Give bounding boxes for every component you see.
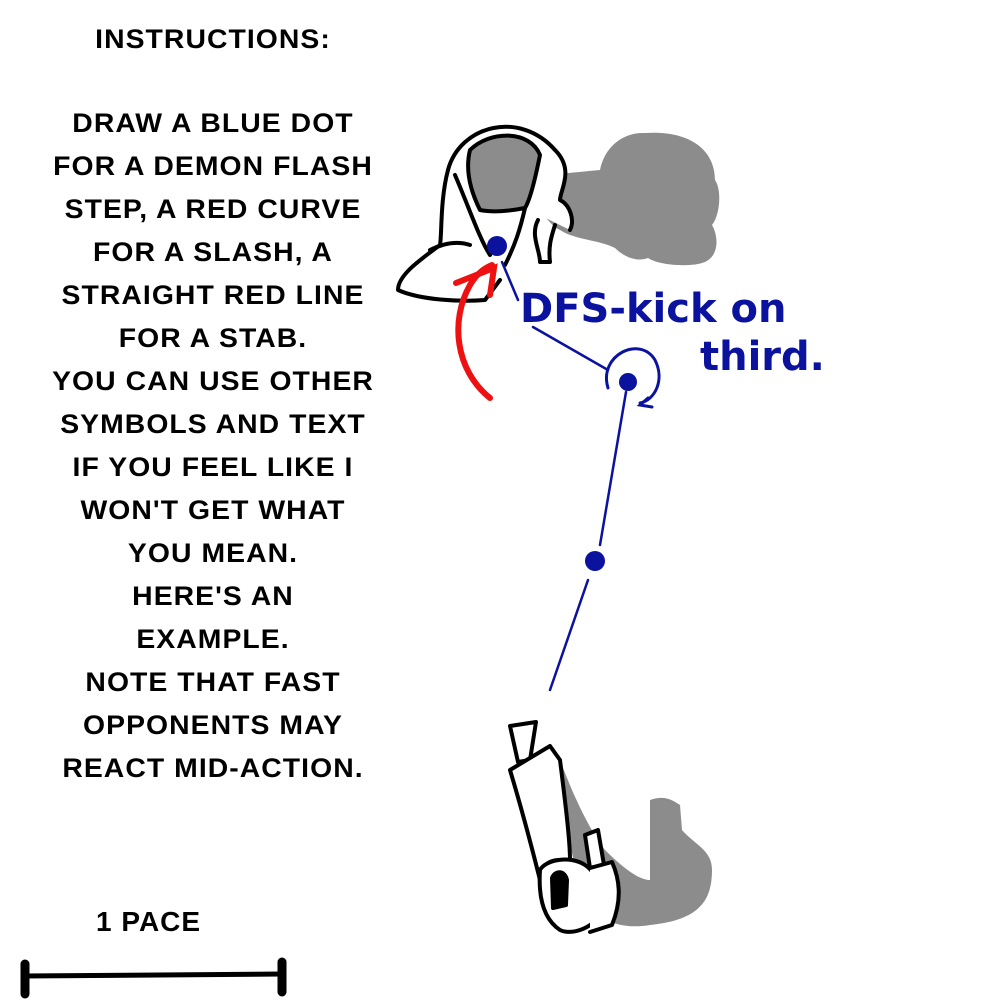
instruction-line: won't get what <box>80 495 346 525</box>
instruction-line: for a demon flash <box>53 151 373 181</box>
instructions-title: Instructions: <box>95 24 331 54</box>
instruction-line: example. <box>136 624 290 654</box>
instruction-line: opponents may <box>83 710 343 740</box>
scale-bar <box>20 957 287 999</box>
instruction-line: if you feel like I <box>72 452 354 482</box>
instruction-line: Note that fast <box>85 667 341 697</box>
demon-flash-step-dot <box>619 373 637 391</box>
demon-flash-step-dot <box>585 551 605 571</box>
instruction-line: straight red line <box>61 280 365 310</box>
instruction-line: for a stab. <box>118 323 308 353</box>
demon-flash-step-dot <box>487 236 507 256</box>
movement-path <box>500 260 661 692</box>
opponent-figure <box>396 124 574 303</box>
annotation-line1: DFS-kick on <box>520 286 786 332</box>
player-figure <box>508 720 621 934</box>
annotation-line2: third. <box>700 334 825 380</box>
instruction-line: Here's an <box>132 581 294 611</box>
instruction-line: you mean. <box>127 538 299 568</box>
instruction-line: You can use other <box>52 366 374 396</box>
instruction-line: Draw a blue dot <box>72 108 354 138</box>
instructions-text: Instructions: Draw a blue dot for a demo… <box>10 18 415 790</box>
slash-curve <box>453 262 498 401</box>
instruction-line: symbols and text <box>60 409 366 439</box>
instruction-line: react mid-action. <box>62 753 364 783</box>
instruction-line: step, a red curve <box>64 194 362 224</box>
scale-label: 1 pace <box>96 906 202 937</box>
instruction-line: for a slash, a <box>93 237 333 267</box>
opponent-shadow <box>520 132 720 266</box>
